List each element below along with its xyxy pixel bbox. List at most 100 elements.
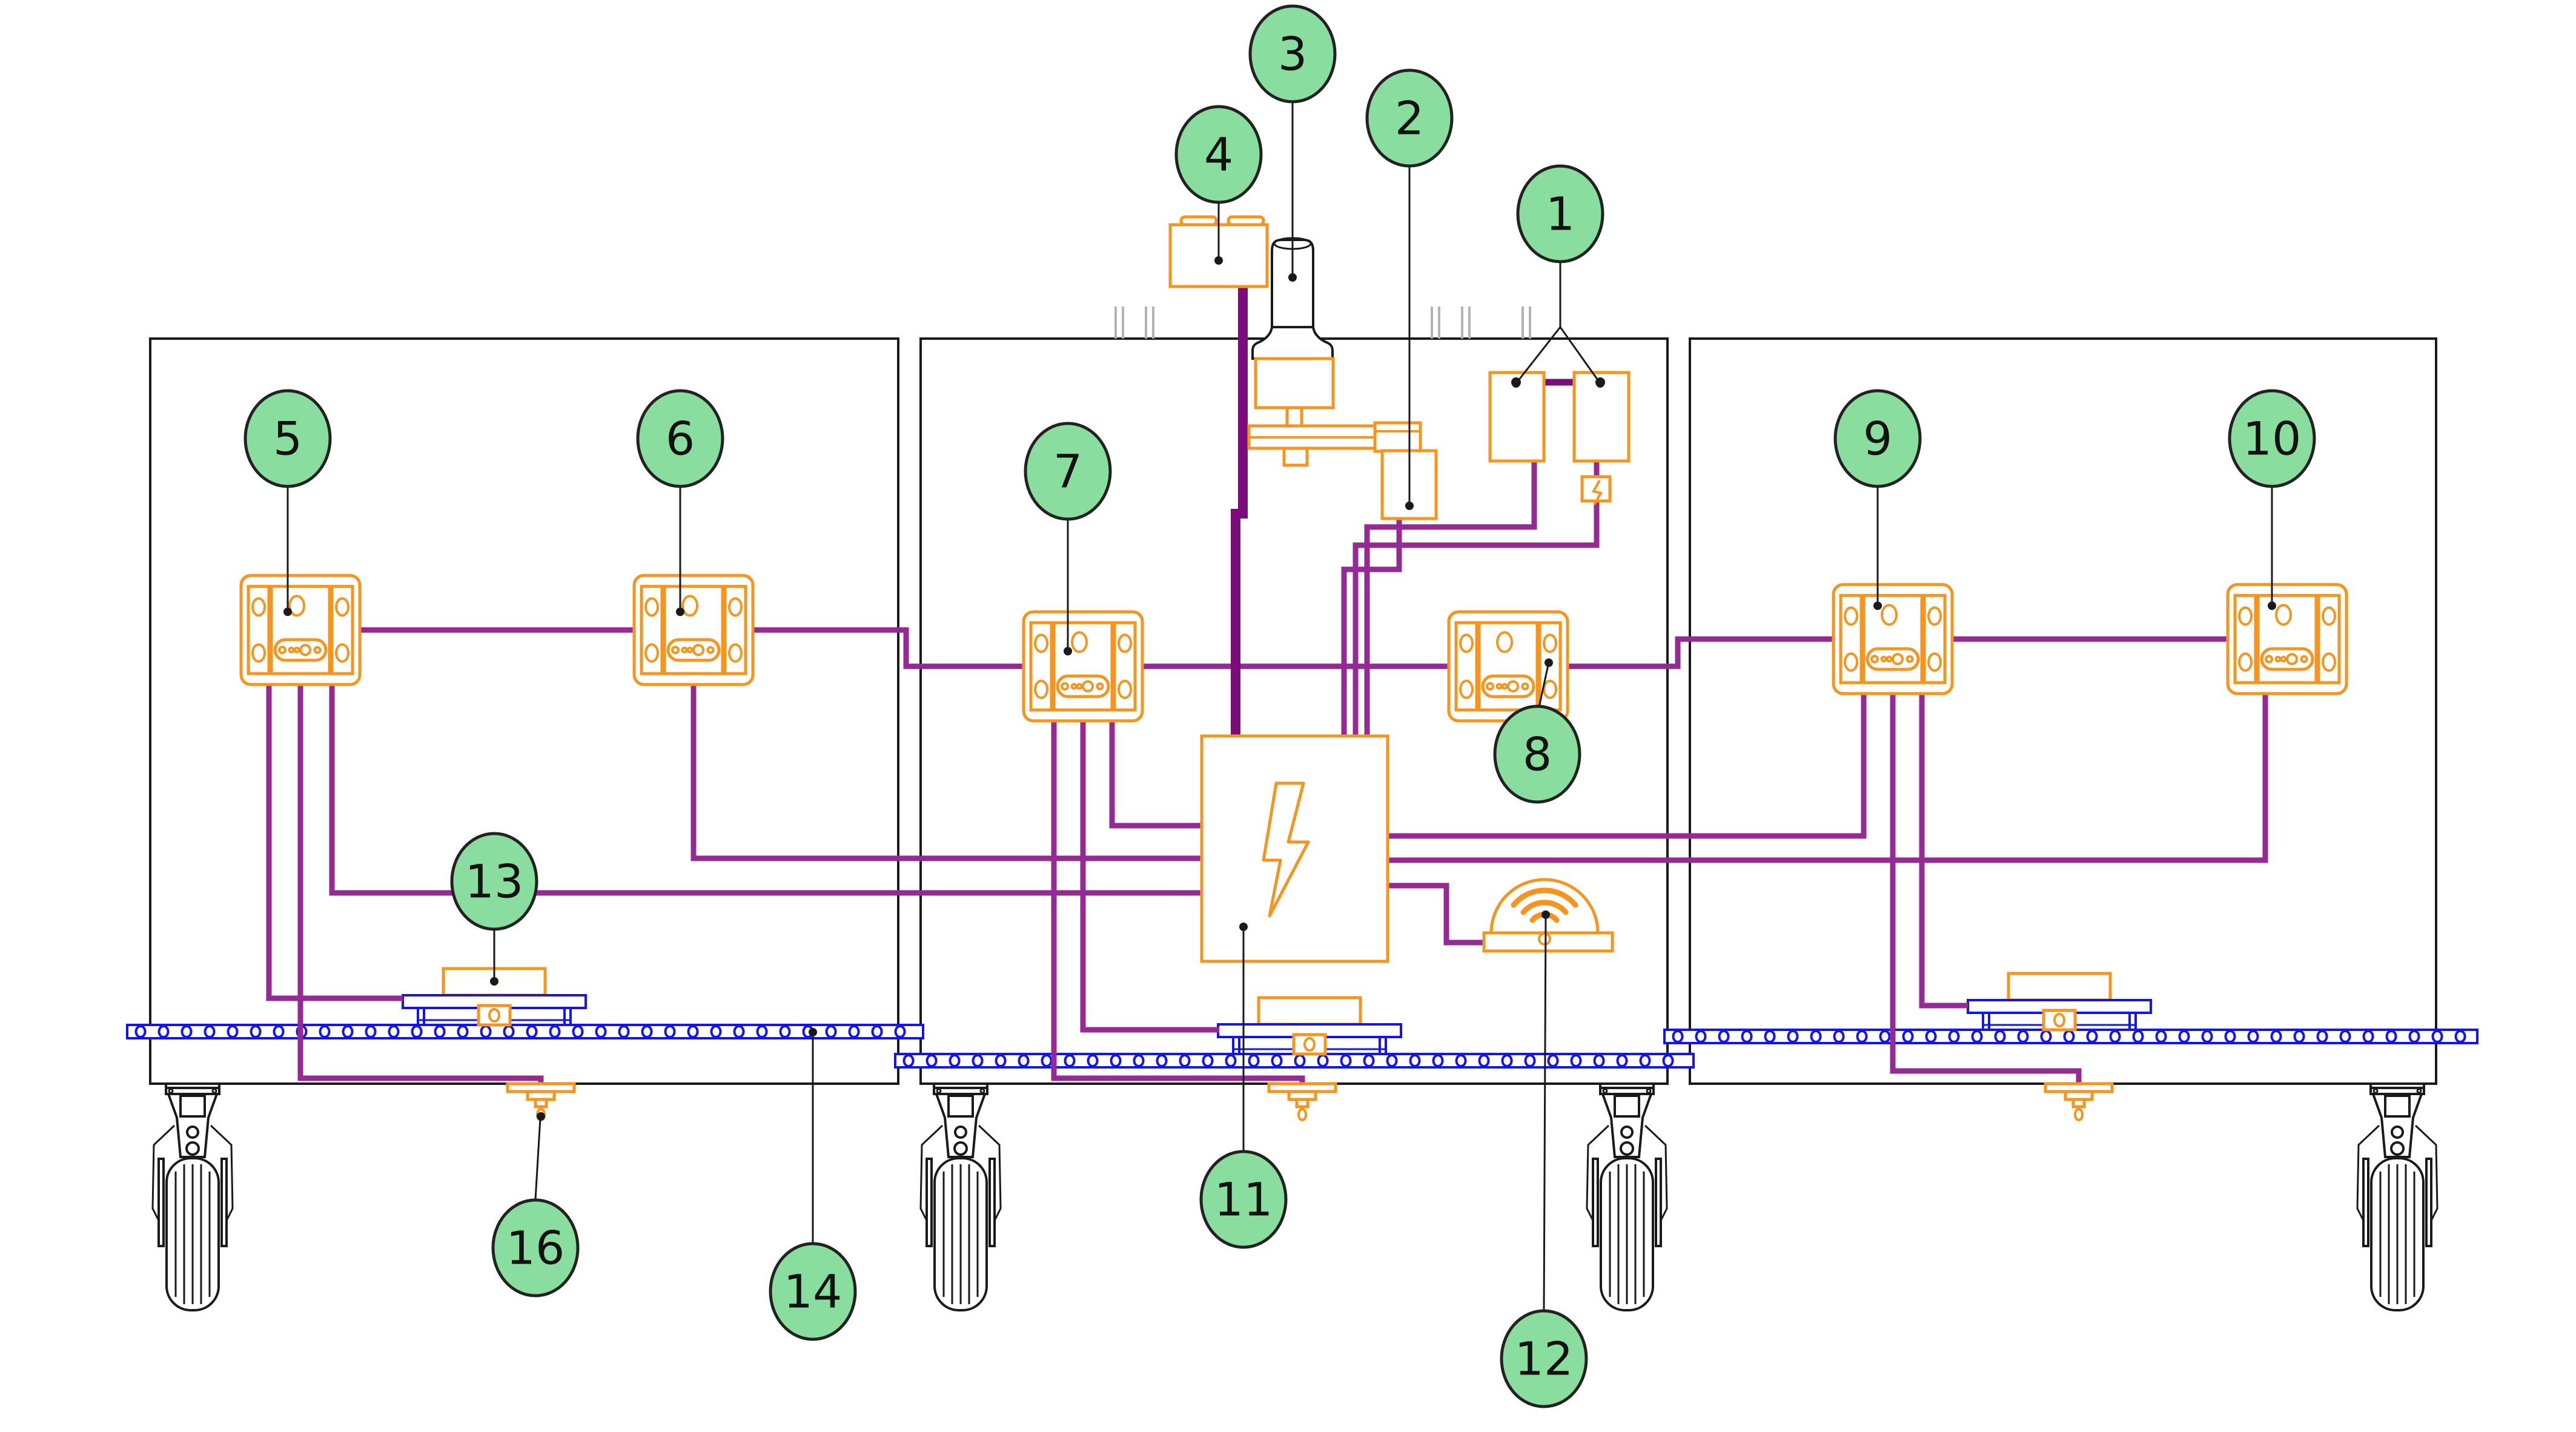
lightning-bolt-icon bbox=[1262, 781, 1310, 918]
connector-bolt-hole bbox=[1034, 680, 1048, 699]
connector-bolt-hole bbox=[1927, 652, 1942, 672]
callout-number: 4 bbox=[1204, 128, 1233, 182]
callout-leader-line bbox=[1538, 665, 1549, 708]
callout-12: 12 bbox=[1500, 910, 1588, 1408]
callout-target-dot bbox=[283, 608, 292, 616]
antenna-feed-cable bbox=[1231, 287, 1248, 736]
wire-connector5-power-box bbox=[329, 685, 1202, 896]
slot-contact bbox=[1096, 682, 1104, 691]
rail-hole bbox=[1616, 1054, 1628, 1067]
callout-11: 11 bbox=[1199, 923, 1288, 1249]
slot-contact bbox=[1082, 680, 1094, 692]
rail-hole bbox=[2132, 1030, 2144, 1043]
rail-hole bbox=[972, 1054, 984, 1067]
antenna-mount-stem bbox=[1285, 406, 1303, 428]
rail-hole bbox=[779, 1025, 791, 1038]
caster-side-bar bbox=[220, 1158, 228, 1247]
callout-6: 6 bbox=[636, 389, 724, 616]
wire-power-box-connector10 bbox=[1388, 694, 2268, 863]
caster-fender bbox=[978, 1124, 1002, 1221]
rail-hole bbox=[1041, 1054, 1053, 1067]
rail-hole bbox=[250, 1025, 262, 1038]
rail-hole bbox=[595, 1025, 607, 1038]
wire-connector8-connector9 bbox=[1568, 636, 1833, 669]
panel-clamp bbox=[1114, 307, 1124, 339]
rail-hole bbox=[825, 1025, 837, 1038]
rail-hole bbox=[365, 1025, 377, 1038]
callout-bubble bbox=[243, 389, 332, 488]
rail-hole bbox=[1547, 1054, 1559, 1067]
platform-leg bbox=[1379, 1036, 1387, 1055]
callout-bubble bbox=[1833, 389, 1922, 488]
rail-hole bbox=[2063, 1030, 2075, 1043]
callout-bubble bbox=[450, 832, 538, 931]
connector-bolt-hole bbox=[728, 597, 743, 617]
slot-contact bbox=[671, 646, 680, 654]
connector-bolt-hole bbox=[1844, 606, 1858, 626]
callout-bubble bbox=[769, 1242, 857, 1341]
left-mounting-rail bbox=[126, 1024, 924, 1039]
slot-contact bbox=[1501, 683, 1508, 690]
rail-hole bbox=[1386, 1054, 1398, 1067]
caster-3 bbox=[1586, 1082, 1668, 1311]
bracket-drop bbox=[1297, 1108, 1307, 1121]
slot-contact bbox=[2300, 655, 2308, 663]
slot-contact bbox=[2286, 653, 2298, 665]
callout-4: 4 bbox=[1174, 105, 1263, 265]
fork-axle-hole bbox=[954, 1125, 967, 1139]
rail-hole bbox=[2270, 1030, 2282, 1043]
connector-bolt-hole bbox=[1543, 680, 1557, 699]
rail-hole bbox=[1501, 1054, 1513, 1067]
connector-plate-10 bbox=[2226, 583, 2348, 695]
callout-bubble bbox=[1024, 422, 1112, 521]
platform-center-hole bbox=[2053, 1013, 2065, 1027]
fork-window bbox=[1614, 1095, 1640, 1118]
connector-bolt-hole bbox=[2322, 652, 2336, 672]
power-box-group bbox=[1200, 734, 1389, 963]
rail-hole bbox=[1672, 1030, 1684, 1043]
rail-hole bbox=[1593, 1054, 1605, 1067]
platform-leg bbox=[1232, 1036, 1240, 1055]
slot-contact bbox=[1521, 682, 1529, 691]
rail-hole bbox=[1133, 1054, 1145, 1067]
rail-hole bbox=[1856, 1030, 1868, 1043]
wifi-dot-icon bbox=[1538, 932, 1551, 946]
rail-hole bbox=[457, 1025, 469, 1038]
fork-axle-hole bbox=[953, 1141, 968, 1156]
rail-hole bbox=[2408, 1030, 2420, 1043]
callout-bubble bbox=[1500, 1309, 1588, 1408]
rail-hole bbox=[342, 1025, 354, 1038]
callout-number: 1 bbox=[1546, 187, 1575, 241]
rail-hole bbox=[1455, 1054, 1467, 1067]
connector-bolt-hole bbox=[251, 643, 266, 663]
connector-pin-hole bbox=[681, 595, 698, 617]
rail-hole bbox=[2201, 1030, 2213, 1043]
callout-target-dot bbox=[1239, 923, 1248, 931]
rail-hole bbox=[503, 1025, 515, 1038]
slot-contact bbox=[1870, 655, 1879, 663]
caster-2 bbox=[919, 1082, 1002, 1311]
rail-hole bbox=[1179, 1054, 1191, 1067]
callout-10: 10 bbox=[2228, 389, 2316, 610]
power-box bbox=[1200, 734, 1389, 963]
connector-bolt-hole bbox=[1034, 634, 1048, 653]
callout-number: 3 bbox=[1278, 27, 1307, 81]
callout-bubble bbox=[2228, 389, 2316, 488]
rail-hole bbox=[1879, 1030, 1891, 1043]
slot-contact bbox=[1061, 682, 1069, 691]
slot-contact bbox=[278, 646, 286, 654]
wire-connector6-power-box bbox=[690, 685, 1202, 861]
rail-hole bbox=[733, 1025, 745, 1038]
rail-hole bbox=[526, 1025, 538, 1038]
callout-number: 14 bbox=[784, 1265, 843, 1319]
connector-pin-hole bbox=[1071, 631, 1088, 653]
rail-hole bbox=[157, 1025, 170, 1038]
wifi-icon bbox=[1520, 900, 1569, 915]
fuse-element-icon bbox=[1591, 480, 1603, 506]
platform-leg bbox=[417, 1007, 425, 1026]
rail-hole bbox=[227, 1025, 239, 1038]
caster-4 bbox=[2356, 1082, 2439, 1311]
panel-clamp bbox=[1461, 307, 1471, 339]
callout-number: 16 bbox=[506, 1221, 565, 1275]
